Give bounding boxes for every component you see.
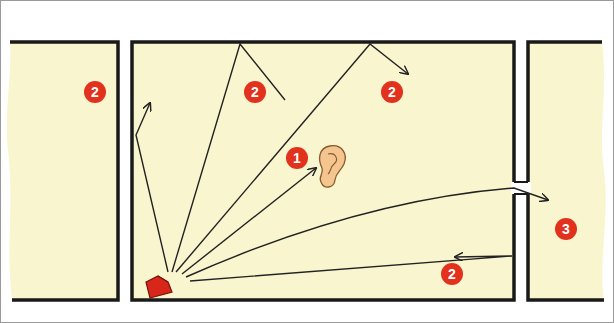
callout-number: 1 (286, 147, 308, 169)
left-room-wall (10, 42, 118, 300)
reflected-ray (176, 44, 408, 272)
callout-number: 3 (555, 218, 577, 240)
left-room (7, 42, 118, 300)
main-room (132, 42, 514, 300)
callout-number: 2 (381, 81, 403, 103)
speaker-symbol (146, 276, 172, 298)
ear-symbol (320, 146, 346, 187)
reflected-ray (136, 103, 168, 272)
right-room (528, 42, 606, 300)
main-room-wall (132, 42, 514, 300)
reflected-ray (190, 256, 512, 281)
right-room-wall (528, 42, 604, 300)
callout-number: 2 (84, 81, 106, 103)
sound-rays (136, 44, 548, 281)
callout-number: 2 (244, 81, 266, 103)
direct-ray (182, 168, 316, 274)
callout-number: 2 (441, 263, 463, 285)
transmitted-ray (186, 188, 548, 277)
